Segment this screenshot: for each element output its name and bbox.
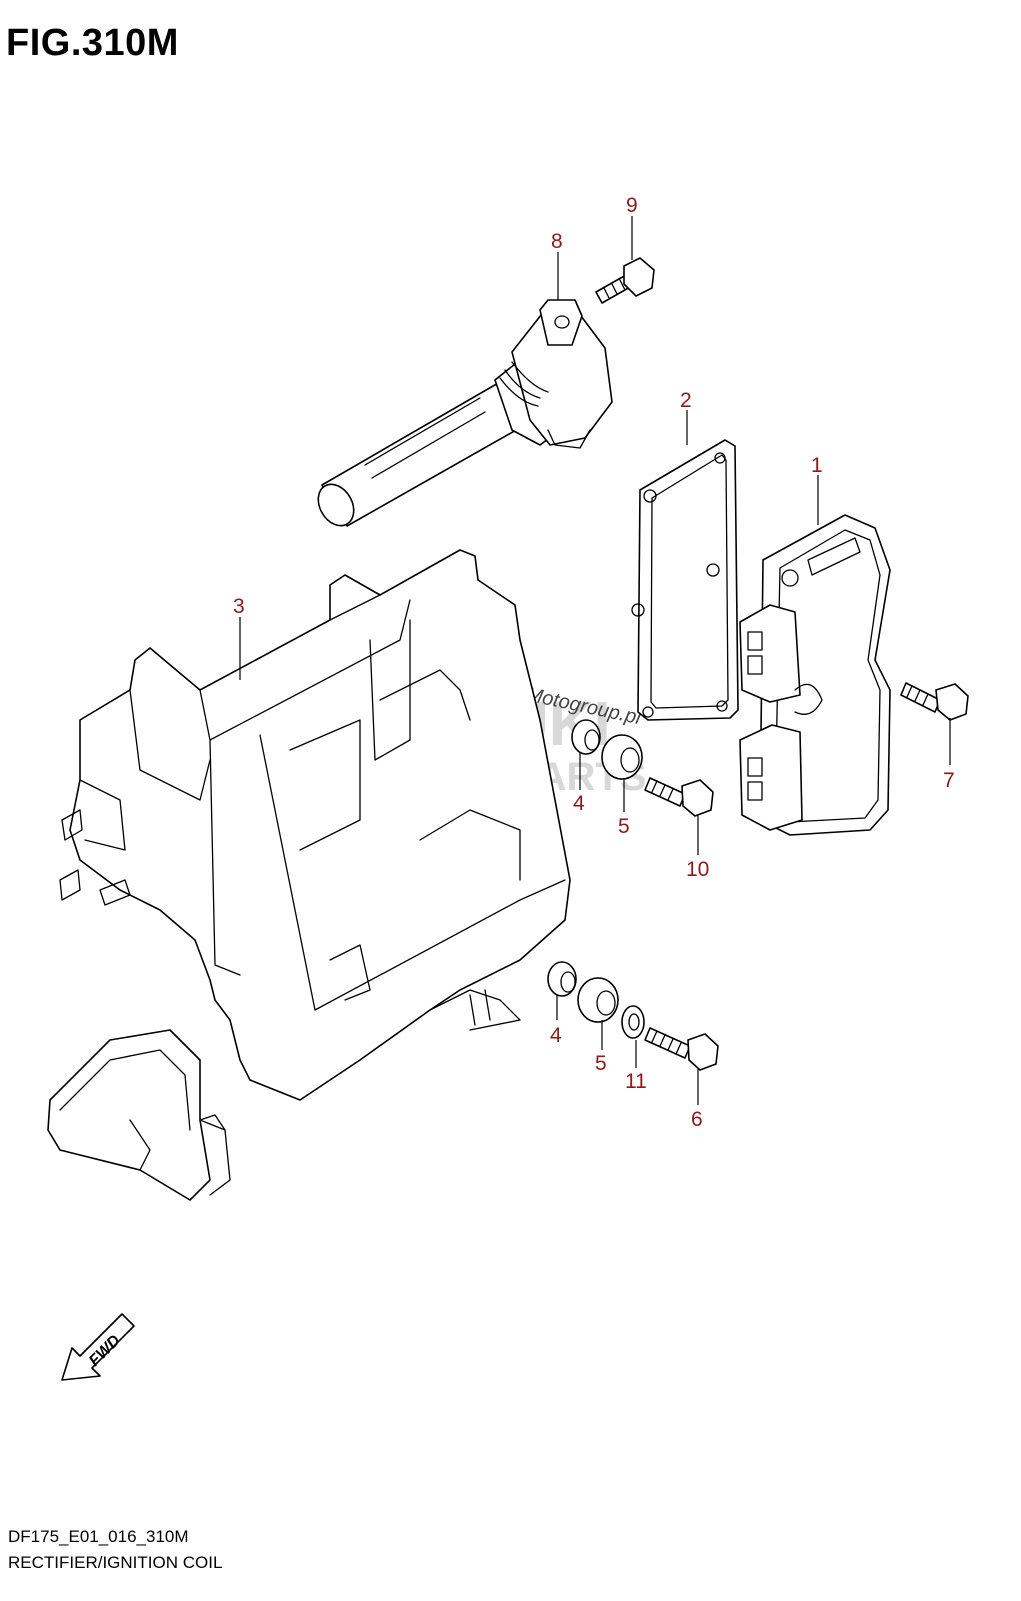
callout-5-upper: 5 [618,815,630,838]
bracket-housing [47,549,571,1201]
callout-3: 3 [233,595,245,618]
callout-7: 7 [943,769,955,792]
leader-lines [239,216,951,1105]
bolt-10 [644,777,714,817]
washer-11 [621,1005,645,1039]
figure-code: DF175_E01_016_310M [8,1527,189,1546]
ignition-coil [317,299,613,527]
bolt-7 [900,682,969,721]
grommet-5-upper [601,734,643,780]
callout-1: 1 [811,454,823,477]
callout-5-lower: 5 [595,1052,607,1075]
callout-10: 10 [686,858,709,881]
callout-11: 11 [625,1070,647,1093]
collar-4-upper [571,719,601,755]
gasket [631,439,739,721]
callout-8: 8 [551,230,563,253]
callout-2: 2 [680,389,692,412]
callout-4-upper: 4 [573,792,585,815]
rectifier [739,514,891,836]
callout-4-lower: 4 [550,1024,562,1047]
bolt-9 [595,257,655,304]
collar-4-lower [547,961,577,997]
callout-9: 9 [626,194,638,217]
callout-6: 6 [691,1108,703,1131]
bolt-6 [644,1027,719,1071]
figure-title: FIG.310M [6,22,179,64]
figure-name: RECTIFIER/IGNITION COIL [8,1553,223,1572]
fwd-arrow: FWD [61,1313,135,1381]
callout-numbers: 1 2 3 4 5 7 8 9 10 4 5 11 6 [233,194,955,1131]
grommet-5-lower [577,977,619,1023]
